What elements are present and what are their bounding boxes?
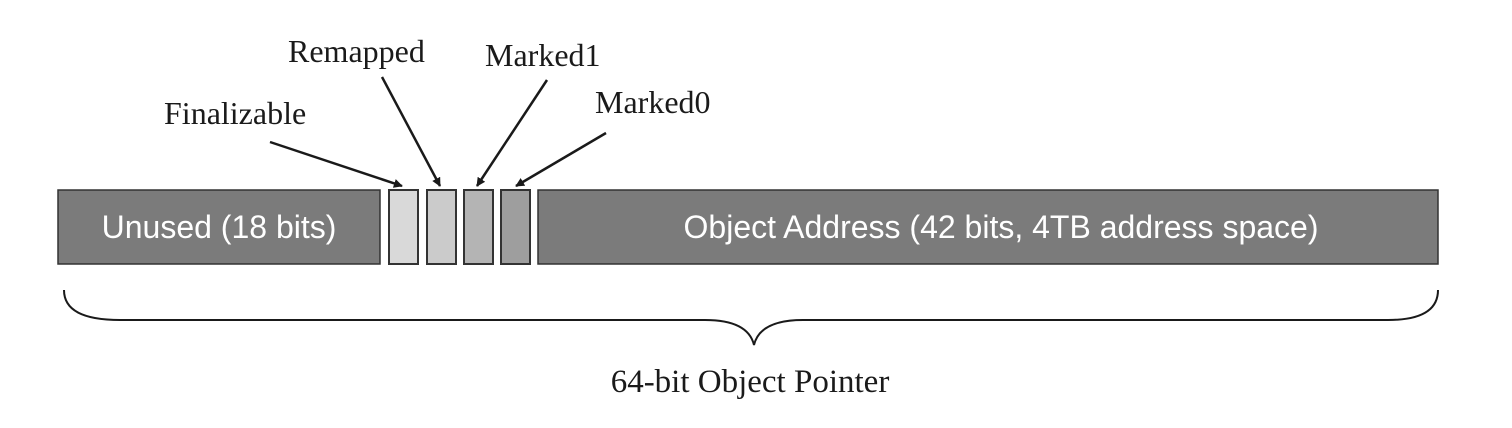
marked1-bit bbox=[463, 189, 494, 265]
finalizable-arrow bbox=[269, 140, 403, 188]
pointer-brace bbox=[63, 289, 1439, 346]
unused-segment-box bbox=[57, 189, 381, 265]
address-segment: Object Address (42 bits, 4TB address spa… bbox=[537, 189, 1439, 265]
unused-segment: Unused (18 bits) bbox=[57, 189, 381, 265]
marked0-label: Marked0 bbox=[595, 84, 711, 120]
marked1-arrow bbox=[475, 79, 549, 187]
finalizable-label: Finalizable bbox=[164, 95, 306, 131]
marked0-bit bbox=[500, 189, 531, 265]
address-segment-label: Object Address (42 bits, 4TB address spa… bbox=[684, 209, 1319, 245]
finalizable-bit bbox=[388, 189, 419, 265]
remapped-label: Remapped bbox=[288, 33, 425, 69]
remapped-bit bbox=[426, 189, 457, 265]
marked0-arrow bbox=[515, 131, 607, 188]
marked1-label: Marked1 bbox=[485, 37, 601, 73]
address-segment-box bbox=[537, 189, 1439, 265]
flag-bits bbox=[388, 189, 531, 265]
diagram-caption: 64-bit Object Pointer bbox=[611, 364, 890, 400]
unused-segment-label: Unused (18 bits) bbox=[102, 209, 337, 245]
remapped-arrow bbox=[380, 76, 442, 187]
